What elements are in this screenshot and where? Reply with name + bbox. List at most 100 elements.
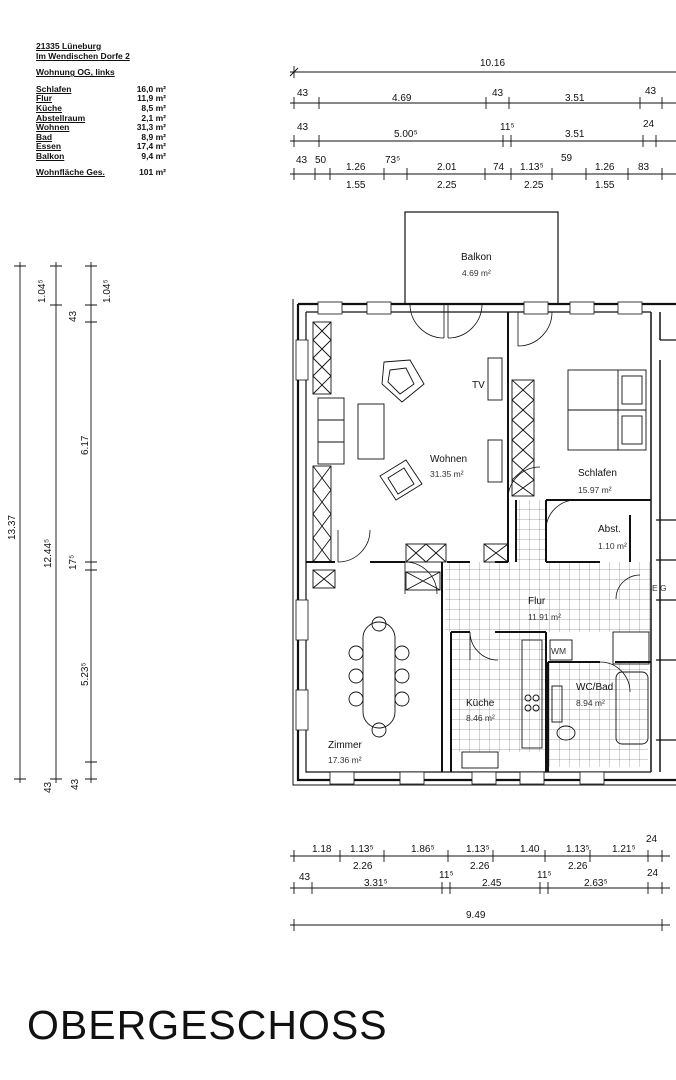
total-label: Wohnfläche Ges. (36, 166, 105, 177)
dim-label: 5.23⁵ (80, 662, 91, 686)
dim-label: 24 (643, 119, 655, 130)
dim-label: 1.26 (346, 162, 366, 173)
area-value: 17,4 m² (136, 141, 166, 152)
area-row: Flur 11,9 m² (36, 94, 166, 104)
dim-label: 2.45 (482, 878, 502, 889)
dim-label: 43 (297, 88, 309, 99)
dim-label: 6.17 (80, 435, 91, 455)
area-value: 16,0 m² (136, 83, 166, 94)
area-row: Abstellraum 2,1 m² (36, 112, 166, 124)
area-label: Bad (36, 131, 53, 142)
area-label: Balkon (36, 150, 65, 161)
room-area-wcbad: 8.94 m² (576, 698, 605, 708)
dim-label: 1.21⁵ (612, 844, 636, 855)
dim-label: 83 (638, 162, 650, 173)
room-name-schlafen: Schlafen (578, 468, 617, 479)
area-label: Essen (36, 141, 62, 152)
dim-label: 1.04⁵ (37, 279, 48, 303)
dim-label: 43 (297, 122, 309, 133)
dim-label: 1.13⁵ (566, 844, 590, 855)
area-value: 2,1 m² (141, 112, 166, 123)
dim-label: 1.26 (595, 162, 615, 173)
dim-label: 1.40 (520, 844, 540, 855)
tiled-floors (445, 500, 652, 767)
area-value: 11,9 m² (137, 93, 166, 104)
room-name-kueche: Küche (466, 698, 495, 709)
dim-label: 24 (647, 868, 659, 879)
room-name-balkon: Balkon (461, 252, 492, 263)
dim-label: 2.63⁵ (584, 878, 608, 889)
dim-label: 2.26 (353, 861, 373, 872)
tv-label: TV (472, 380, 485, 391)
unit-title: Wohnung OG, links (36, 67, 115, 78)
dim-label: 3.31⁵ (364, 878, 388, 889)
room-area-abst: 1.10 m² (598, 541, 627, 551)
dim-label: 1.04⁵ (102, 279, 113, 303)
wardrobes (312, 321, 535, 591)
area-label: Wohnen (36, 122, 70, 133)
dim-label: 5.00⁵ (394, 129, 418, 140)
dim-label: 43 (70, 778, 81, 790)
area-row: Wohnen 31,3 m² (36, 123, 166, 133)
address-street: Im Wendischen Dorfe 2 (36, 50, 130, 61)
area-label: Küche (36, 102, 62, 113)
dim-label: 2.01 (437, 162, 457, 173)
dim-label: 50 (315, 155, 327, 166)
dim-label: 43 (296, 155, 308, 166)
dim-label: 11⁵ (500, 122, 515, 133)
room-area-zimmer: 17.36 m² (328, 755, 362, 765)
total-value: 101 m² (139, 166, 166, 177)
area-row: Küche 8,5 m² (36, 102, 166, 114)
dim-label: 73⁵ (385, 155, 400, 166)
area-value: 9,4 m² (141, 150, 166, 161)
room-name-zimmer: Zimmer (328, 740, 363, 751)
area-row: Balkon 9,4 m² (36, 150, 166, 162)
dim-label: 11⁵ (439, 870, 454, 881)
room-area-schlafen: 15.97 m² (578, 485, 612, 495)
dim-label: 1.86⁵ (411, 844, 435, 855)
room-area-balkon: 4.69 m² (462, 268, 491, 278)
bottom-dimensions (290, 850, 670, 931)
dim-label: 43 (43, 781, 54, 793)
wm-label: WM (551, 646, 566, 656)
dim-label: 2.26 (568, 861, 588, 872)
kitchen-bath-fixtures (461, 631, 650, 769)
area-total: Wohnfläche Ges. 101 m² (36, 166, 166, 178)
dim-label: 24 (646, 834, 658, 845)
area-value: 8,5 m² (141, 102, 166, 113)
dim-label: 17⁵ (68, 555, 79, 570)
dim-label: 1.13⁵ (520, 162, 544, 173)
area-label: Schlafen (36, 83, 72, 94)
area-value: 31,3 m² (136, 122, 166, 133)
area-label: Abstellraum (36, 112, 86, 123)
doors (337, 303, 641, 693)
floor-title: OBERGESCHOSS (27, 1002, 388, 1048)
eg-label: E G (652, 583, 667, 593)
dining-table (348, 616, 410, 738)
left-dimensions (14, 262, 97, 783)
area-label: Flur (36, 93, 53, 104)
dim-label: 1.13⁵ (350, 844, 374, 855)
room-name-abst: Abst. (598, 524, 621, 535)
dim-label: 12.44⁵ (43, 539, 54, 568)
dim-label: 9.49 (466, 910, 486, 921)
living-furniture (317, 357, 503, 501)
left-dimension-labels: 13.37 1.04⁵ 12.44⁵ 43 1.04⁵ 6.17 17⁵ 5.2… (7, 279, 113, 793)
room-name-wohnen: Wohnen (430, 454, 467, 465)
dim-label: 2.25 (524, 180, 544, 191)
dim-label: 43 (645, 86, 657, 97)
dim-label: 43 (68, 310, 79, 322)
room-area-wohnen: 31.35 m² (430, 469, 464, 479)
top-dimension-labels: 10.16 43 4.69 43 3.51 43 43 5.00⁵ 11⁵ 3.… (296, 58, 657, 191)
bottom-dimension-labels: 1.18 1.13⁵ 1.86⁵ 1.13⁵ 1.40 1.13⁵ 1.21⁵ … (299, 834, 659, 921)
dim-label: 2.25 (437, 180, 457, 191)
dim-label: 1.55 (346, 180, 366, 191)
dim-label: 43 (299, 872, 311, 883)
dim-label: 1.18 (312, 844, 332, 855)
dim-label: 1.55 (595, 180, 615, 191)
dim-label: 59 (561, 153, 573, 164)
dim-label: 2.26 (470, 861, 490, 872)
area-row: Schlafen 16,0 m² (36, 83, 166, 95)
